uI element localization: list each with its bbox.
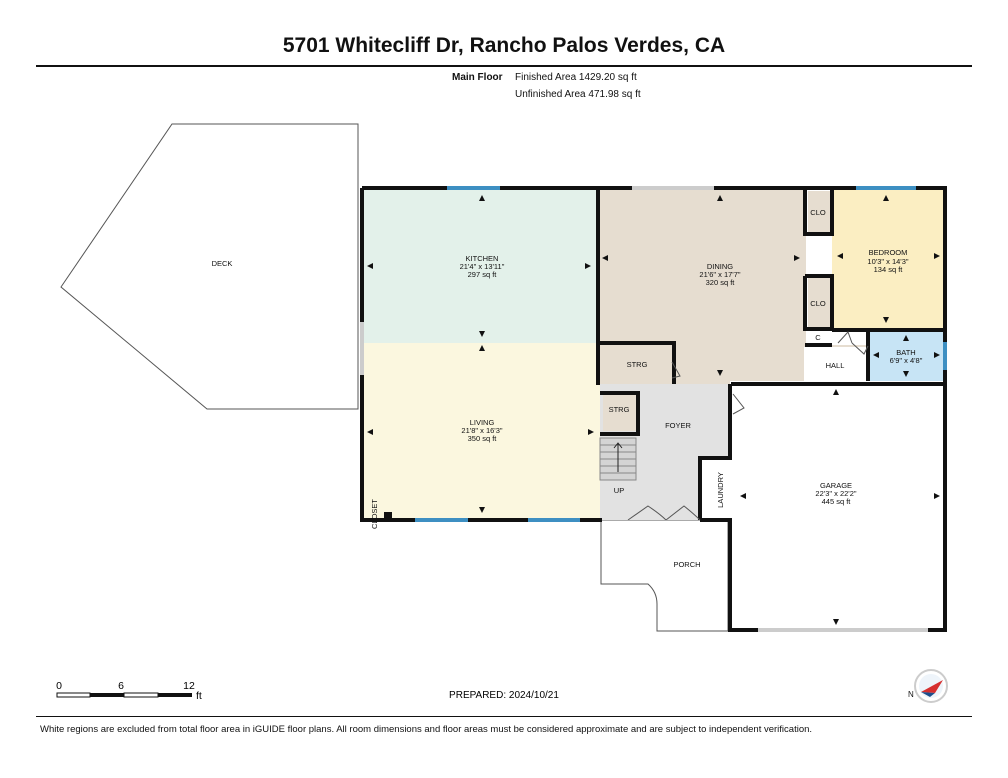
dining-fill <box>598 188 866 385</box>
windows <box>415 186 947 522</box>
walls <box>360 186 947 632</box>
garage-label: GARAGE <box>820 481 852 490</box>
living-fill <box>362 343 600 520</box>
garage-area: 445 sq ft <box>822 497 852 506</box>
foyer-label: FOYER <box>665 421 691 430</box>
closet2-fill <box>808 277 830 329</box>
storage1-fill <box>603 346 672 383</box>
laundry-label: LAUNDRY <box>716 472 725 508</box>
storage1-label: STRG <box>627 360 648 369</box>
scale-tick-6: 6 <box>118 680 124 692</box>
bedroom-label: BEDROOM <box>869 248 908 257</box>
finished-area: Finished Area 1429.20 sq ft <box>515 72 637 83</box>
bedroom-dims: 10'3" x 14'3" <box>867 257 908 266</box>
bath-label: BATH <box>896 348 915 357</box>
kitchen-area: 297 sq ft <box>468 270 498 279</box>
north-arrow-icon: N <box>908 669 948 703</box>
garage-dims: 22'3" x 22'2" <box>815 489 856 498</box>
closet-label: CLOSET <box>370 499 379 529</box>
dining-dims: 21'6" x 17'7" <box>699 270 740 279</box>
door-swings <box>627 331 869 521</box>
storage2-fill <box>603 395 637 431</box>
bedroom-fill <box>832 188 945 329</box>
scale-tick-12: 12 <box>183 680 195 692</box>
hall-label: HALL <box>826 361 845 370</box>
closet-block <box>384 512 392 520</box>
dining-label: DINING <box>707 262 733 271</box>
kitchen-dims: 21'4" x 13'11" <box>460 262 505 271</box>
kitchen-label: KITCHEN <box>466 254 499 263</box>
prepared-date: PREPARED: 2024/10/21 <box>449 690 559 701</box>
bedroom-area: 134 sq ft <box>874 265 904 274</box>
closet1-label: CLO <box>810 208 826 217</box>
footer-divider <box>36 716 972 717</box>
living-dims: 21'8" x 16'3" <box>461 426 502 435</box>
header-divider <box>36 65 972 67</box>
porch-area <box>600 519 729 632</box>
scale-tick-0: 0 <box>56 680 62 692</box>
bath-dims: 6'9" x 4'8" <box>890 356 923 365</box>
hall-fill <box>804 347 868 381</box>
page-title: 5701 Whitecliff Dr, Rancho Palos Verdes,… <box>282 34 726 57</box>
stairs-up-label: UP <box>614 486 624 495</box>
stairs <box>599 437 637 481</box>
deck-area <box>60 123 359 410</box>
dining-area: 320 sq ft <box>706 278 736 287</box>
scale-bar: 0 6 12 ft <box>56 680 202 702</box>
scale-unit: ft <box>196 690 202 702</box>
svg-text:N: N <box>908 690 914 699</box>
deck-label: DECK <box>212 259 233 268</box>
dimension-arrows <box>367 195 940 625</box>
living-label: LIVING <box>470 418 495 427</box>
floor-label: Main Floor <box>452 72 503 83</box>
storage2-label: STRG <box>609 405 630 414</box>
disclaimer-text: White regions are excluded from total fl… <box>40 724 813 735</box>
c-label: C <box>815 333 821 342</box>
closet1-fill <box>808 191 830 233</box>
kitchen-fill <box>362 188 598 343</box>
closet2-label: CLO <box>810 299 826 308</box>
living-area: 350 sq ft <box>468 434 498 443</box>
unfinished-area: Unfinished Area 471.98 sq ft <box>515 89 641 100</box>
porch-label: PORCH <box>673 560 700 569</box>
